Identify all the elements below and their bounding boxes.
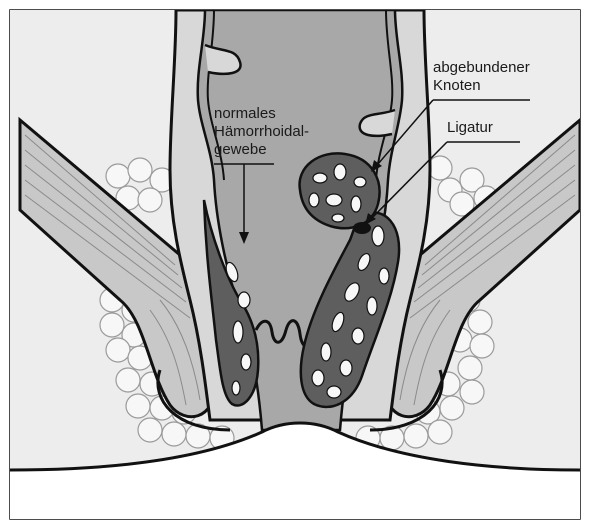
label-knot-line2: Knoten bbox=[433, 77, 481, 94]
label-ligature-text: Ligatur bbox=[447, 119, 493, 136]
label-normal-line3: gewebe bbox=[214, 141, 267, 158]
label-normal-line1: normales bbox=[214, 105, 276, 122]
label-knot-line1: abgebundener bbox=[433, 59, 530, 76]
ligature-band bbox=[353, 222, 371, 234]
label-normal-line2: Hämorrhoidal- bbox=[214, 123, 309, 140]
